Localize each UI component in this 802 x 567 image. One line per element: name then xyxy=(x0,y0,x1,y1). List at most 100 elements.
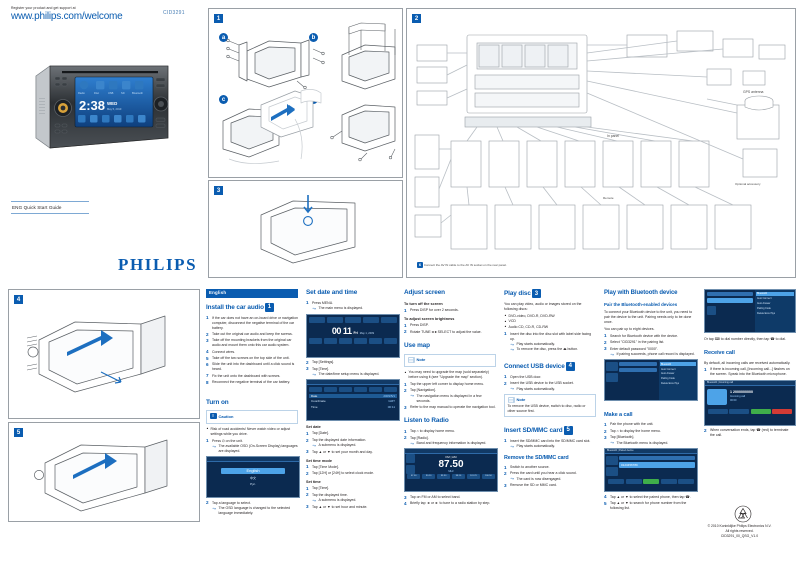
call-btn-dial[interactable] xyxy=(643,479,659,485)
bt-list-icon[interactable] xyxy=(707,306,716,315)
list-item: Pair the phone with the unit. xyxy=(604,422,654,428)
bt-menu2-item-3[interactable]: Pairing Code xyxy=(757,307,771,311)
radio-band-label: FM | AM xyxy=(445,455,457,460)
menu-icon-more[interactable] xyxy=(383,337,398,344)
panel-3-number: 3 xyxy=(214,186,223,195)
call-btn-up[interactable] xyxy=(608,479,624,485)
list-item: DVD-video, DVD-R, DVD-RW xyxy=(504,313,596,319)
bt-device-row[interactable] xyxy=(619,367,657,372)
bt-list-row-selected[interactable] xyxy=(707,298,753,303)
set-date-steps: Tap [Date]. Tap the displayed date infor… xyxy=(306,431,398,455)
call-number-field[interactable]: 0123456789 xyxy=(619,461,695,468)
list-item: Press ⏻ on the unit. The available OSD (… xyxy=(206,438,298,454)
menu-icon-apps[interactable] xyxy=(368,337,383,344)
bt-menu-item-0[interactable]: Bluetooth xyxy=(660,362,696,367)
call-icon-keypad[interactable] xyxy=(606,467,618,477)
setting-row-date[interactable]: Date 2009/5/1 xyxy=(309,394,397,399)
menu-icon-aux[interactable] xyxy=(338,337,353,344)
setting-row-coordinate[interactable]: Coordinate GMT xyxy=(309,399,397,403)
side-tab-list[interactable] xyxy=(406,464,415,474)
lang-option-0[interactable]: English xyxy=(221,468,285,475)
settings-icon-audio[interactable] xyxy=(323,386,338,392)
bt-list-row[interactable] xyxy=(707,292,753,296)
turn-on-note-2: The OSD language is changed to the selec… xyxy=(212,506,298,516)
settings-icon-time[interactable] xyxy=(353,386,368,392)
bt-menu-item-4[interactable]: Delete Excel Sys xyxy=(661,382,680,386)
phone-icon xyxy=(707,388,727,405)
bt-menu2-item-4[interactable]: Delete Excel Sys xyxy=(757,311,776,315)
list-item: Press DISP for over 2 seconds. xyxy=(404,308,459,314)
incoming-btn-2[interactable] xyxy=(729,408,750,414)
menu-icon-radio[interactable] xyxy=(309,316,326,323)
incoming-btn-1[interactable] xyxy=(708,408,728,414)
call-btn-delete[interactable] xyxy=(660,479,677,485)
bt-menu-item-1[interactable]: Auto Connect xyxy=(661,367,676,371)
side-tab-source[interactable] xyxy=(406,454,415,464)
clock-date: May 1, 2009 xyxy=(359,331,375,335)
product-hero-image: Radio Disc USB SD Bluetooth 2:38 WED May… xyxy=(28,52,178,162)
submenu-note: A submenu is displayed. xyxy=(312,443,398,448)
menu-icon-navigation[interactable] xyxy=(323,337,338,344)
recycling-icon xyxy=(732,505,754,523)
settings-icon-system[interactable] xyxy=(368,386,383,392)
preset-6[interactable]: 106.50 xyxy=(481,474,496,480)
preset-2[interactable]: 90.10 xyxy=(421,474,436,480)
incoming-status: Incoming call xyxy=(730,395,746,399)
date-time-setup-screenshot: Date 2009/5/1 Coordinate GMT Time 00:11 xyxy=(306,379,400,422)
list-item: Take off the mounting brackets from the … xyxy=(206,338,292,348)
receive-call-steps-a: If there is incoming call, [Incoming cal… xyxy=(704,367,794,377)
settings-icon-general[interactable] xyxy=(308,386,323,392)
caution-label: Caution xyxy=(218,413,234,419)
list-item: Tap [Settings]. xyxy=(306,360,335,366)
bt-menu-item-3[interactable]: Pairing Code xyxy=(661,377,675,381)
bt-device-row[interactable] xyxy=(619,362,657,367)
menu-icon-settings[interactable] xyxy=(309,337,323,344)
setting-row-time[interactable]: Time 00:11 xyxy=(309,405,397,409)
menu-icon-usb[interactable] xyxy=(344,316,362,323)
menu-icon-bluetooth[interactable] xyxy=(380,316,398,323)
map-note-list: You may need to upgrade the map (sold se… xyxy=(404,370,496,380)
list-item: Tap [Radio]. Band and frequency informat… xyxy=(404,435,496,446)
list-item: You may need to upgrade the map (sold se… xyxy=(404,370,496,380)
remove-sd-steps: Switch to another source. Press the card… xyxy=(504,465,596,489)
lang-option-2[interactable]: Рус. xyxy=(250,481,256,486)
menu-icon-phone[interactable] xyxy=(353,337,368,344)
bt-menu2-item-0[interactable]: Bluetooth xyxy=(756,292,794,297)
list-item: Press the card until you hear a click so… xyxy=(504,471,596,482)
settings-icon-about[interactable] xyxy=(383,386,398,392)
preset-1[interactable]: 87.50 xyxy=(407,474,421,480)
bt-menu2-item-1[interactable]: Auto Connect xyxy=(757,297,772,301)
call-btn-back[interactable] xyxy=(678,479,694,485)
list-item: Rotate TUNE◄►SELECT to adjust the value. xyxy=(404,329,482,335)
bt-menu2-item-2[interactable]: Auto Answer xyxy=(757,302,771,306)
column-bluetooth: Play with Bluetooth device Pair the Blue… xyxy=(604,289,698,512)
call-btn-down[interactable] xyxy=(625,479,642,485)
subsection-set-date: Set date xyxy=(306,425,321,430)
incoming-btn-accept[interactable] xyxy=(750,408,771,414)
lang-option-1[interactable]: 中文 xyxy=(249,476,256,481)
call-icon-phone[interactable] xyxy=(606,456,618,466)
preset-3[interactable]: 93.30 xyxy=(436,474,451,480)
rights-line: All rights reserved. xyxy=(725,529,754,534)
incoming-btn-reject[interactable] xyxy=(772,408,792,414)
bt-icon-phone[interactable] xyxy=(606,362,618,372)
quick-start-guide-label: ENG Quick Start Guide xyxy=(11,201,89,214)
philips-welcome-url[interactable]: www.philips.com/welcome xyxy=(11,11,123,22)
menu-icon-sd[interactable] xyxy=(362,316,380,323)
bt-menu-item-2[interactable]: Auto Answer xyxy=(661,372,675,376)
note-icon xyxy=(407,356,415,363)
list-item: Tap [12H] or [24H] to select clock mode. xyxy=(306,471,375,477)
preset-4[interactable]: 98.10 xyxy=(451,474,466,480)
list-item: Fix the unit onto the dashboard with scr… xyxy=(206,373,281,379)
turn-on-note-1: The available OSD (On-Screen Display) la… xyxy=(212,444,298,454)
caution-header: Caution xyxy=(209,413,295,420)
list-item: Tap on FM or AM to select band. xyxy=(404,494,461,501)
usb-note-text: To remove the USB device, switch to disc… xyxy=(507,404,586,413)
menu-icon-disc[interactable] xyxy=(326,316,344,323)
preset-5[interactable]: 101.70 xyxy=(466,474,481,480)
settings-icon-video[interactable] xyxy=(338,386,353,392)
bt-icon-music[interactable] xyxy=(606,373,618,383)
disc-autoplay-note: Play starts automatically. xyxy=(510,342,596,347)
